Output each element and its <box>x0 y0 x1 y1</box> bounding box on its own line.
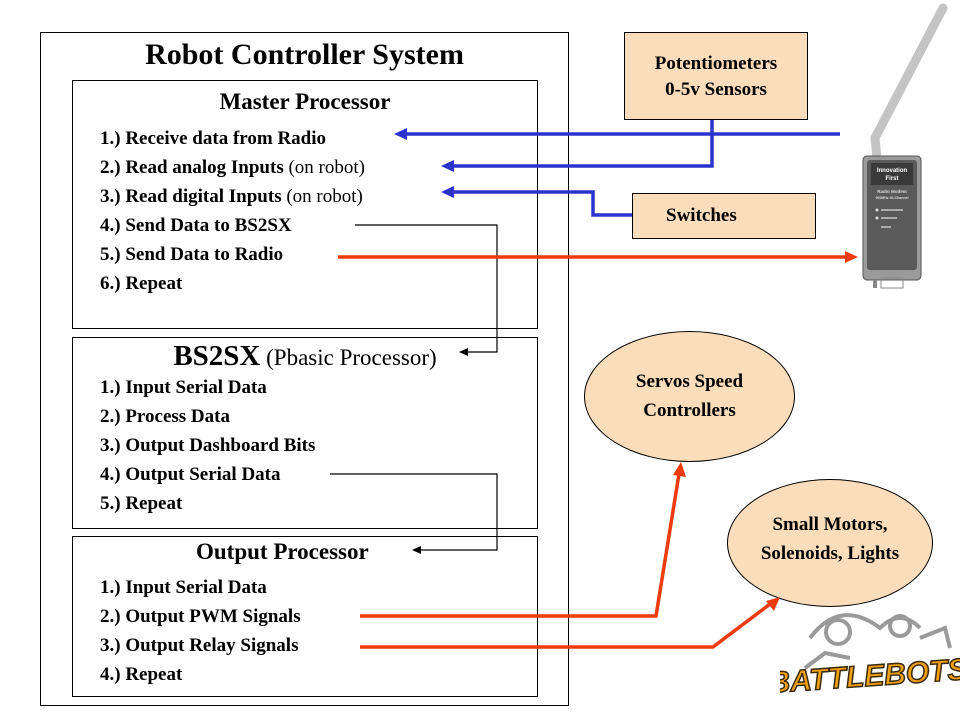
master-item: 4.) Send Data to BS2SX <box>100 215 292 236</box>
radio-label-3: Radio Modem <box>877 189 907 194</box>
switches-to-master-wire <box>452 190 632 217</box>
bs2sx-item: 4.) Output Serial Data <box>100 464 281 485</box>
radio-label-2: First <box>885 176 898 182</box>
master-item: 5.) Send Data to Radio <box>100 244 284 265</box>
switches-box: Switches <box>632 193 816 239</box>
relay-to-motors-arrowhead <box>766 597 780 611</box>
switches-label: Switches <box>666 205 737 226</box>
potentiometers-box: Potentiometers 0-5v Sensors <box>624 32 808 120</box>
diagram-title: Robot Controller System <box>145 38 464 71</box>
bs2sx-title: BS2SX (Pbasic Processor) <box>173 340 437 372</box>
radio-antenna <box>870 3 948 163</box>
pwm-to-servos-arrowhead <box>673 462 686 477</box>
master-item: 3.) Read digital Inputs (on robot) <box>100 186 363 207</box>
output-item: 1.) Input Serial Data <box>100 577 267 598</box>
solenoids-lights-label: Solenoids, Lights <box>760 543 900 564</box>
battlebots-logo: BATTLEBOTS <box>780 613 960 701</box>
master-to-radio-arrowhead <box>845 251 858 263</box>
master-to-bs2sx-wire <box>355 224 498 353</box>
radio-label-4: 900MHz 40-Channel <box>876 196 909 200</box>
radio-modem-image: Innovation First Radio Modem 900MHz 40-C… <box>862 3 948 289</box>
relay-to-motors-wire <box>360 602 772 649</box>
radio-to-master-arrowhead <box>394 128 407 140</box>
potentiometers-arrowhead <box>441 160 454 172</box>
bs2sx-box <box>72 337 538 529</box>
pwm-to-servos-wire <box>360 473 681 618</box>
potentiometers-to-master-wire <box>452 120 714 168</box>
master-to-bs2sx-arrowhead <box>459 348 468 356</box>
bs2sx-item: 3.) Output Dashboard Bits <box>100 435 316 456</box>
output-item: 2.) Output PWM Signals <box>100 606 301 627</box>
robot-gears <box>803 613 952 670</box>
controllers-label: Controllers <box>643 400 736 421</box>
bs2sx-item: 5.) Repeat <box>100 493 183 514</box>
bs2sx-item: 2.) Process Data <box>100 406 230 427</box>
master-processor-box <box>72 80 538 329</box>
output-processor-title: Output Processor <box>196 539 369 564</box>
sensors-label: 0-5v Sensors <box>665 79 767 100</box>
bs2sx-item: 1.) Input Serial Data <box>100 377 267 398</box>
servos-speed-controllers-ellipse: Servos Speed Controllers <box>584 331 795 462</box>
output-item: 4.) Repeat <box>100 664 183 685</box>
master-item: 6.) Repeat <box>100 273 183 294</box>
potentiometers-label: Potentiometers <box>654 53 778 74</box>
bs2sx-to-output-wire <box>330 473 498 551</box>
bs2sx-to-output-arrowhead <box>412 546 421 554</box>
motors-solenoids-lights-ellipse: Small Motors, Solenoids, Lights <box>727 479 933 607</box>
output-item: 3.) Output Relay Signals <box>100 635 299 656</box>
master-item: 2.) Read analog Inputs (on robot) <box>100 157 365 178</box>
battlebots-logo-text: BATTLEBOTS <box>780 653 960 700</box>
master-item: 1.) Receive data from Radio <box>100 128 327 149</box>
master-processor-title: Master Processor <box>219 89 391 114</box>
radio-label-1: Innovation <box>877 168 908 174</box>
small-motors-label: Small Motors, <box>772 514 888 535</box>
servos-label: Servos Speed <box>635 371 744 392</box>
switches-arrowhead <box>441 186 454 198</box>
